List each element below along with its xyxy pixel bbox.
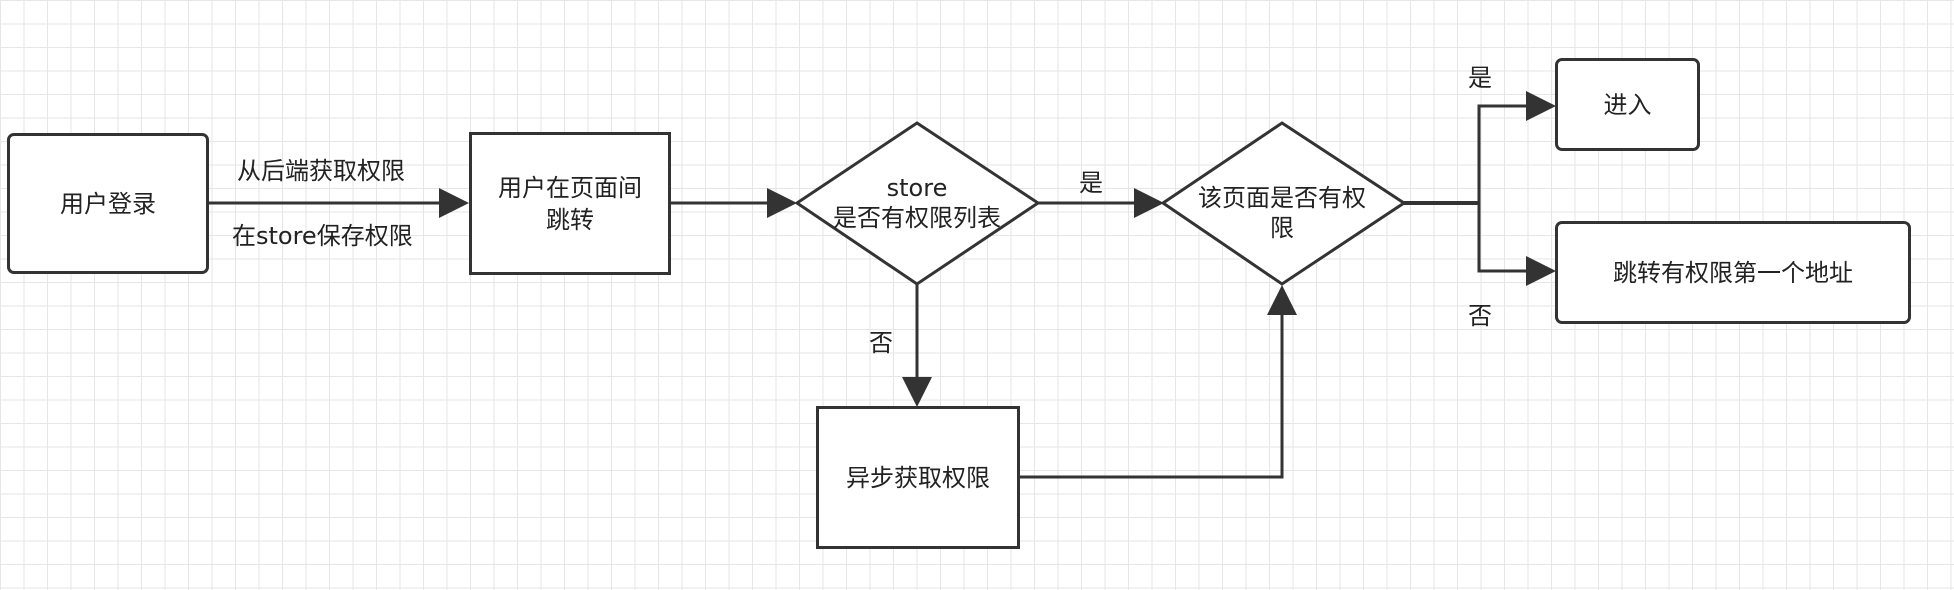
- redirect-node-label: 跳转有权限第一个地址: [1613, 258, 1853, 287]
- enter-node: 进入: [1555, 58, 1700, 151]
- edge-label-fetch-from-backend: 从后端获取权限: [237, 157, 405, 185]
- navigate-node: 用户在页面间 跳转: [469, 132, 671, 275]
- fetch-async-node-label: 异步获取权限: [846, 463, 990, 492]
- page-check-label-line1: 该页面是否有权: [1198, 184, 1366, 212]
- page-check-text: 该页面是否有权 限: [1172, 176, 1392, 250]
- edge-fetch-to-page-check: [1019, 285, 1297, 479]
- navigate-node-label-line2: 跳转: [546, 205, 594, 234]
- page-check-label-line2: 限: [1270, 214, 1294, 242]
- store-check-diamond: [794, 121, 1041, 286]
- edge-page-yes-to-enter: [1477, 91, 1556, 203]
- edge-page-no-to-redirect: [1477, 203, 1556, 286]
- store-check-label-line1: store: [886, 174, 948, 202]
- navigate-node-label-line1: 用户在页面间: [498, 173, 642, 202]
- login-node: 用户登录: [7, 133, 209, 274]
- store-check-text: store 是否有权限列表: [807, 168, 1027, 238]
- edge-label-store-yes: 是: [1079, 169, 1103, 197]
- edge-label-page-no: 否: [1468, 302, 1492, 330]
- store-check-label-line2: 是否有权限列表: [833, 204, 1001, 232]
- page-check-diamond: [1160, 121, 1407, 286]
- edge-label-save-in-store: 在store保存权限: [232, 222, 413, 250]
- fetch-async-node: 异步获取权限: [816, 406, 1020, 549]
- edge-label-store-no: 否: [869, 329, 893, 357]
- enter-node-label: 进入: [1603, 90, 1652, 119]
- redirect-node: 跳转有权限第一个地址: [1555, 221, 1911, 324]
- edge-label-page-yes: 是: [1468, 64, 1492, 92]
- login-node-label: 用户登录: [60, 189, 156, 218]
